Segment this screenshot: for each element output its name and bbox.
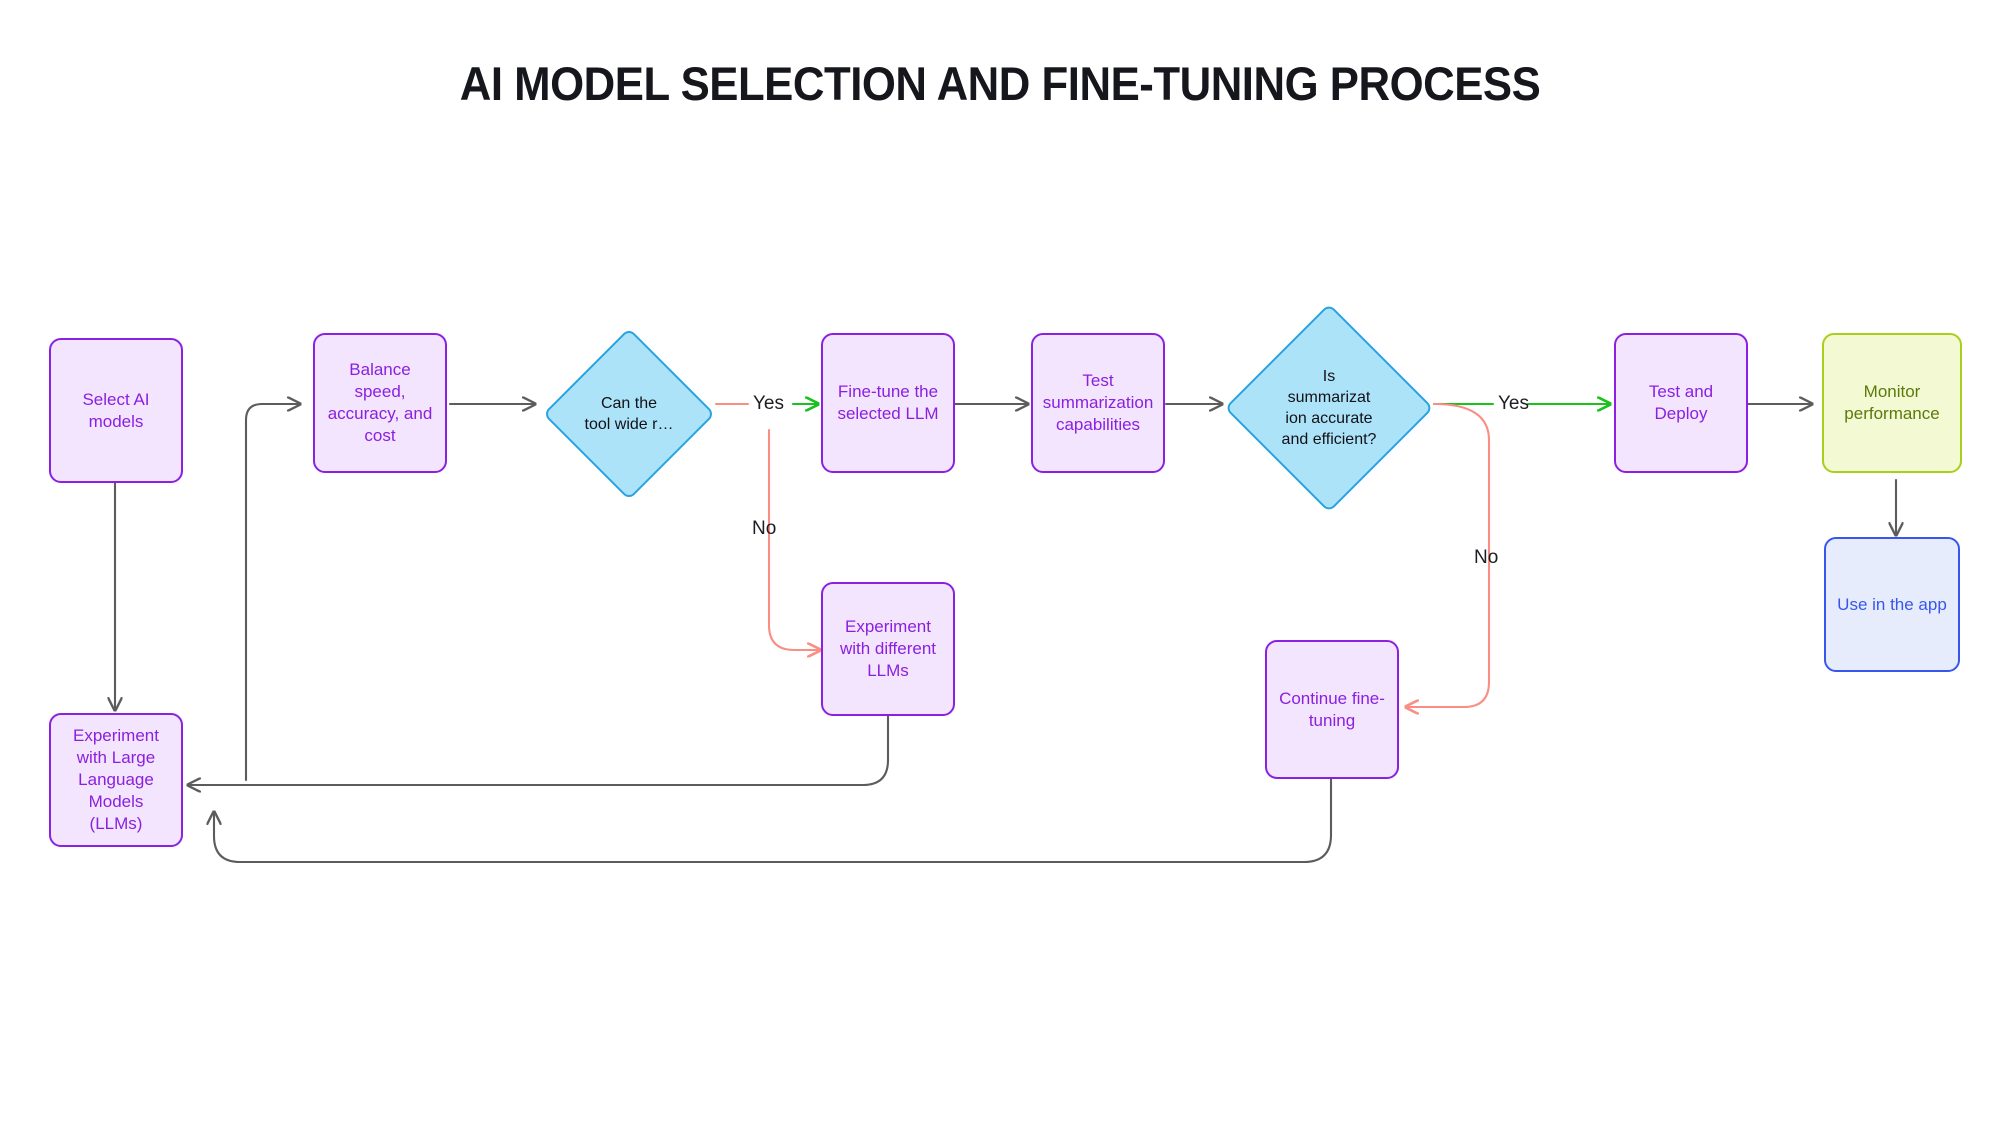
edge-decision-tool-no	[767, 428, 820, 650]
edge-label-tool-no: No	[752, 518, 777, 539]
node-label: Fine-tune the selected LLM	[837, 382, 939, 423]
node-label: Continue fine- tuning	[1279, 688, 1385, 730]
node-select-ai-models[interactable]: Select AI models	[49, 338, 183, 483]
node-monitor-performance[interactable]: Monitor performance	[1822, 333, 1962, 473]
node-label: Can the tool wide r…	[584, 395, 674, 433]
node-label: Test summarization capabilities	[1042, 371, 1154, 434]
node-test-summarization[interactable]: Test summarization capabilities	[1031, 333, 1165, 473]
edge-experiment-different-loopback	[188, 714, 890, 785]
node-label: Use in the app	[1837, 594, 1947, 614]
node-label: Experiment with Large Language Models (L…	[73, 726, 159, 833]
edge-continue-finetuning-loopback	[214, 777, 1333, 864]
node-label: Experiment with different LLMs	[839, 617, 937, 680]
node-fine-tune-selected-llm[interactable]: Fine-tune the selected LLM	[821, 333, 955, 473]
node-label: Monitor performance	[1844, 382, 1940, 423]
node-experiment-with-llms[interactable]: Experiment with Large Language Models (L…	[49, 713, 183, 847]
node-continue-fine-tuning[interactable]: Continue fine- tuning	[1265, 640, 1399, 779]
edge-experiment-to-balance	[244, 404, 300, 782]
node-decision-is-summarization-accurate[interactable]: Is summarizat ion accurate and efficient…	[1224, 303, 1434, 513]
page-title: AI MODEL SELECTION AND FINE-TUNING PROCE…	[459, 57, 1541, 110]
node-label: Select AI models	[82, 389, 150, 431]
node-test-and-deploy[interactable]: Test and Deploy	[1614, 333, 1748, 473]
edge-label-summary-yes: Yes	[1498, 393, 1529, 414]
edge-label-summary-no: No	[1474, 547, 1499, 568]
node-experiment-different-llms[interactable]: Experiment with different LLMs	[821, 582, 955, 716]
node-label: Is summarizat ion accurate and efficient…	[1281, 368, 1377, 448]
node-decision-can-tool[interactable]: Can the tool wide r…	[542, 327, 716, 501]
edge-label-tool-yes: Yes	[753, 393, 784, 414]
node-label: Balance speed, accuracy, and cost	[327, 360, 433, 445]
node-label: Test and Deploy	[1648, 382, 1714, 423]
node-balance-speed-accuracy-cost[interactable]: Balance speed, accuracy, and cost	[313, 333, 447, 473]
node-use-in-the-app[interactable]: Use in the app	[1824, 537, 1960, 672]
